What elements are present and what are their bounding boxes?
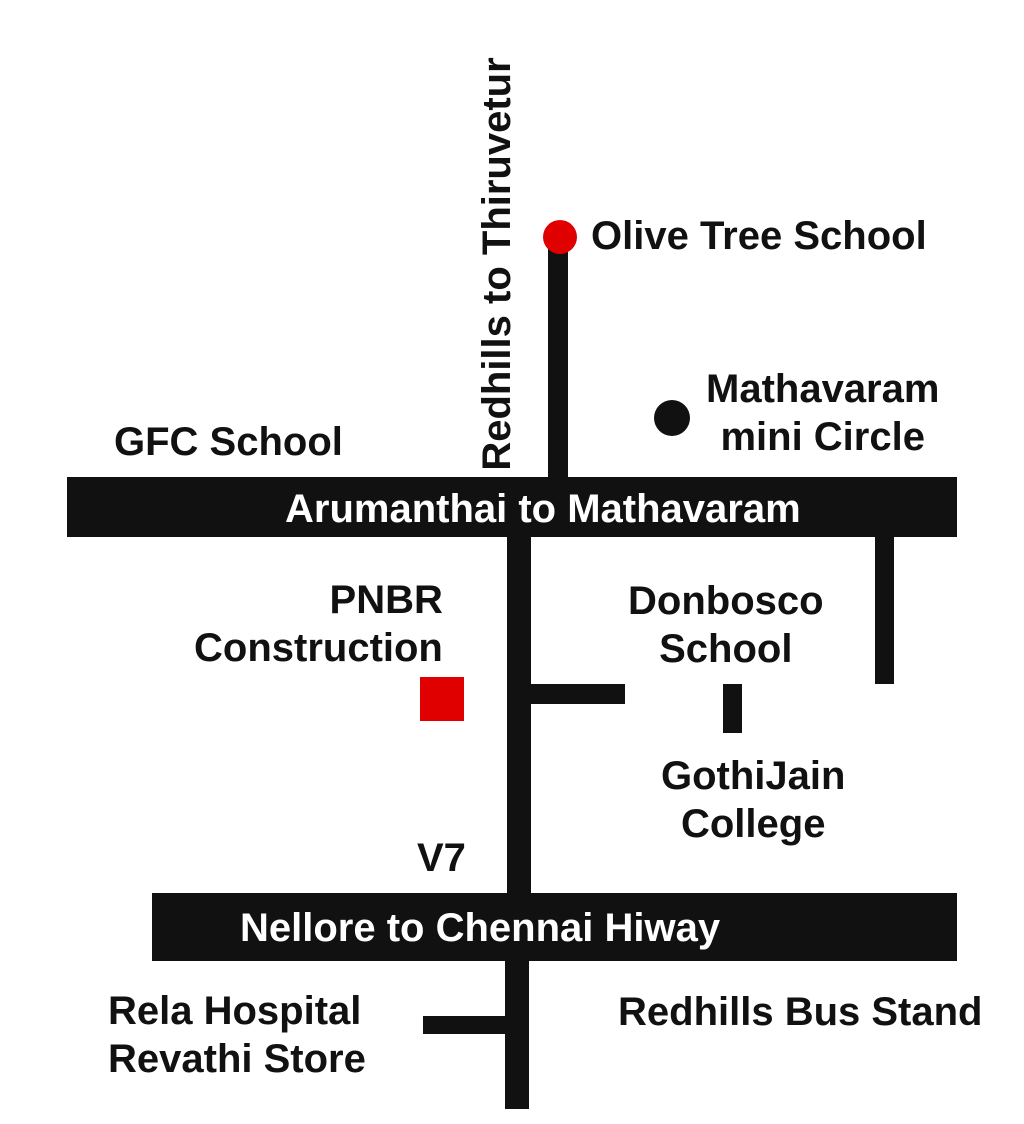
place-rela-hospital-revathi-store: Rela Hospital Revathi Store	[108, 987, 366, 1083]
place-v7: V7	[417, 836, 466, 880]
place-pnbr-line1: PNBR	[329, 578, 443, 622]
place-gfc-school: GFC School	[114, 420, 343, 464]
road-label-nellore: Nellore to Chennai Hiway	[240, 906, 721, 950]
place-mathavaram-line2: mini Circle	[720, 415, 925, 459]
road-south-extension	[505, 959, 529, 1109]
place-donbosco-line1: Donbosco	[628, 579, 824, 623]
road-rela-branch	[423, 1016, 507, 1034]
road-label-arumanthai: Arumanthai to Mathavaram	[285, 487, 801, 531]
place-redhills-bus-stand: Redhills Bus Stand	[618, 990, 983, 1034]
mathavaram-circle-marker-icon	[654, 400, 690, 436]
place-pnbr-line2: Construction	[194, 626, 443, 670]
place-mathavaram-line1: Mathavaram	[706, 367, 940, 411]
place-gothijain-line2: College	[680, 802, 826, 846]
pnbr-construction-marker-icon	[420, 677, 464, 721]
road-donbosco-stub	[723, 684, 742, 733]
road-nellore-to-chennai-hiway	[152, 893, 957, 961]
road-branch-east	[531, 684, 625, 704]
place-gothijain-line1: GothiJain	[661, 754, 846, 798]
place-mathavaram-mini-circle: Mathavaram mini Circle	[706, 365, 939, 461]
place-donbosco-line2: School	[659, 627, 793, 671]
road-central-connector	[507, 535, 531, 895]
place-gothijain-college: GothiJain College	[661, 752, 845, 848]
road-redhills-to-thiruvetur	[548, 238, 568, 482]
place-rela-line2: Revathi Store	[108, 1037, 366, 1081]
road-label-redhills-to-thiruvetur: Redhills to Thiruvetur	[475, 57, 519, 471]
place-pnbr-construction: PNBR Construction	[194, 576, 443, 672]
place-rela-line1: Rela Hospital	[108, 989, 362, 1033]
place-olive-tree-school: Olive Tree School	[591, 214, 927, 258]
place-donbosco-school: Donbosco School	[628, 577, 824, 673]
road-arumanthai-to-mathavaram	[67, 477, 957, 537]
olive-tree-school-marker-icon	[543, 220, 577, 254]
road-mathavaram-branch	[875, 535, 894, 684]
